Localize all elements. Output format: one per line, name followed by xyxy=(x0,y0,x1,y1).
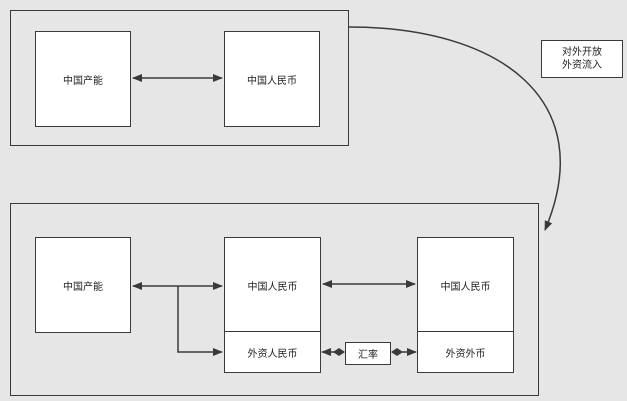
opening-curve-arrow xyxy=(348,26,562,231)
opening-callout: 对外开放 外资流入 xyxy=(541,40,623,78)
foreign-rmb-label: 外资人民币 xyxy=(247,348,298,360)
bottom-china-capacity-box: 中国产能 xyxy=(35,237,131,333)
foreign-currency-box: 外资外币 xyxy=(417,331,514,373)
top-china-rmb-box: 中国人民币 xyxy=(224,31,320,127)
callout-line-1: 对外开放 xyxy=(562,47,602,58)
bottom-china-rmb-box: 中国人民币 xyxy=(224,237,321,333)
top-china-capacity-label: 中国产能 xyxy=(63,75,103,87)
top-china-rmb-label: 中国人民币 xyxy=(247,75,297,87)
exchange-rate-label: 汇率 xyxy=(358,350,378,361)
callout-line-2: 外资流入 xyxy=(562,60,602,71)
capacity-to-foreign-rmb-arrow xyxy=(177,286,223,356)
foreign-side-rmb-label: 中国人民币 xyxy=(440,281,491,293)
bottom-china-rmb-label: 中国人民币 xyxy=(247,281,298,293)
foreign-rmb-box: 外资人民币 xyxy=(224,331,321,373)
top-china-capacity-box: 中国产能 xyxy=(35,31,131,127)
bottom-china-capacity-label: 中国产能 xyxy=(63,281,103,293)
exchange-rate-box: 汇率 xyxy=(345,342,391,365)
foreign-currency-label: 外资外币 xyxy=(445,348,486,360)
foreign-side-rmb-box: 中国人民币 xyxy=(417,237,514,333)
